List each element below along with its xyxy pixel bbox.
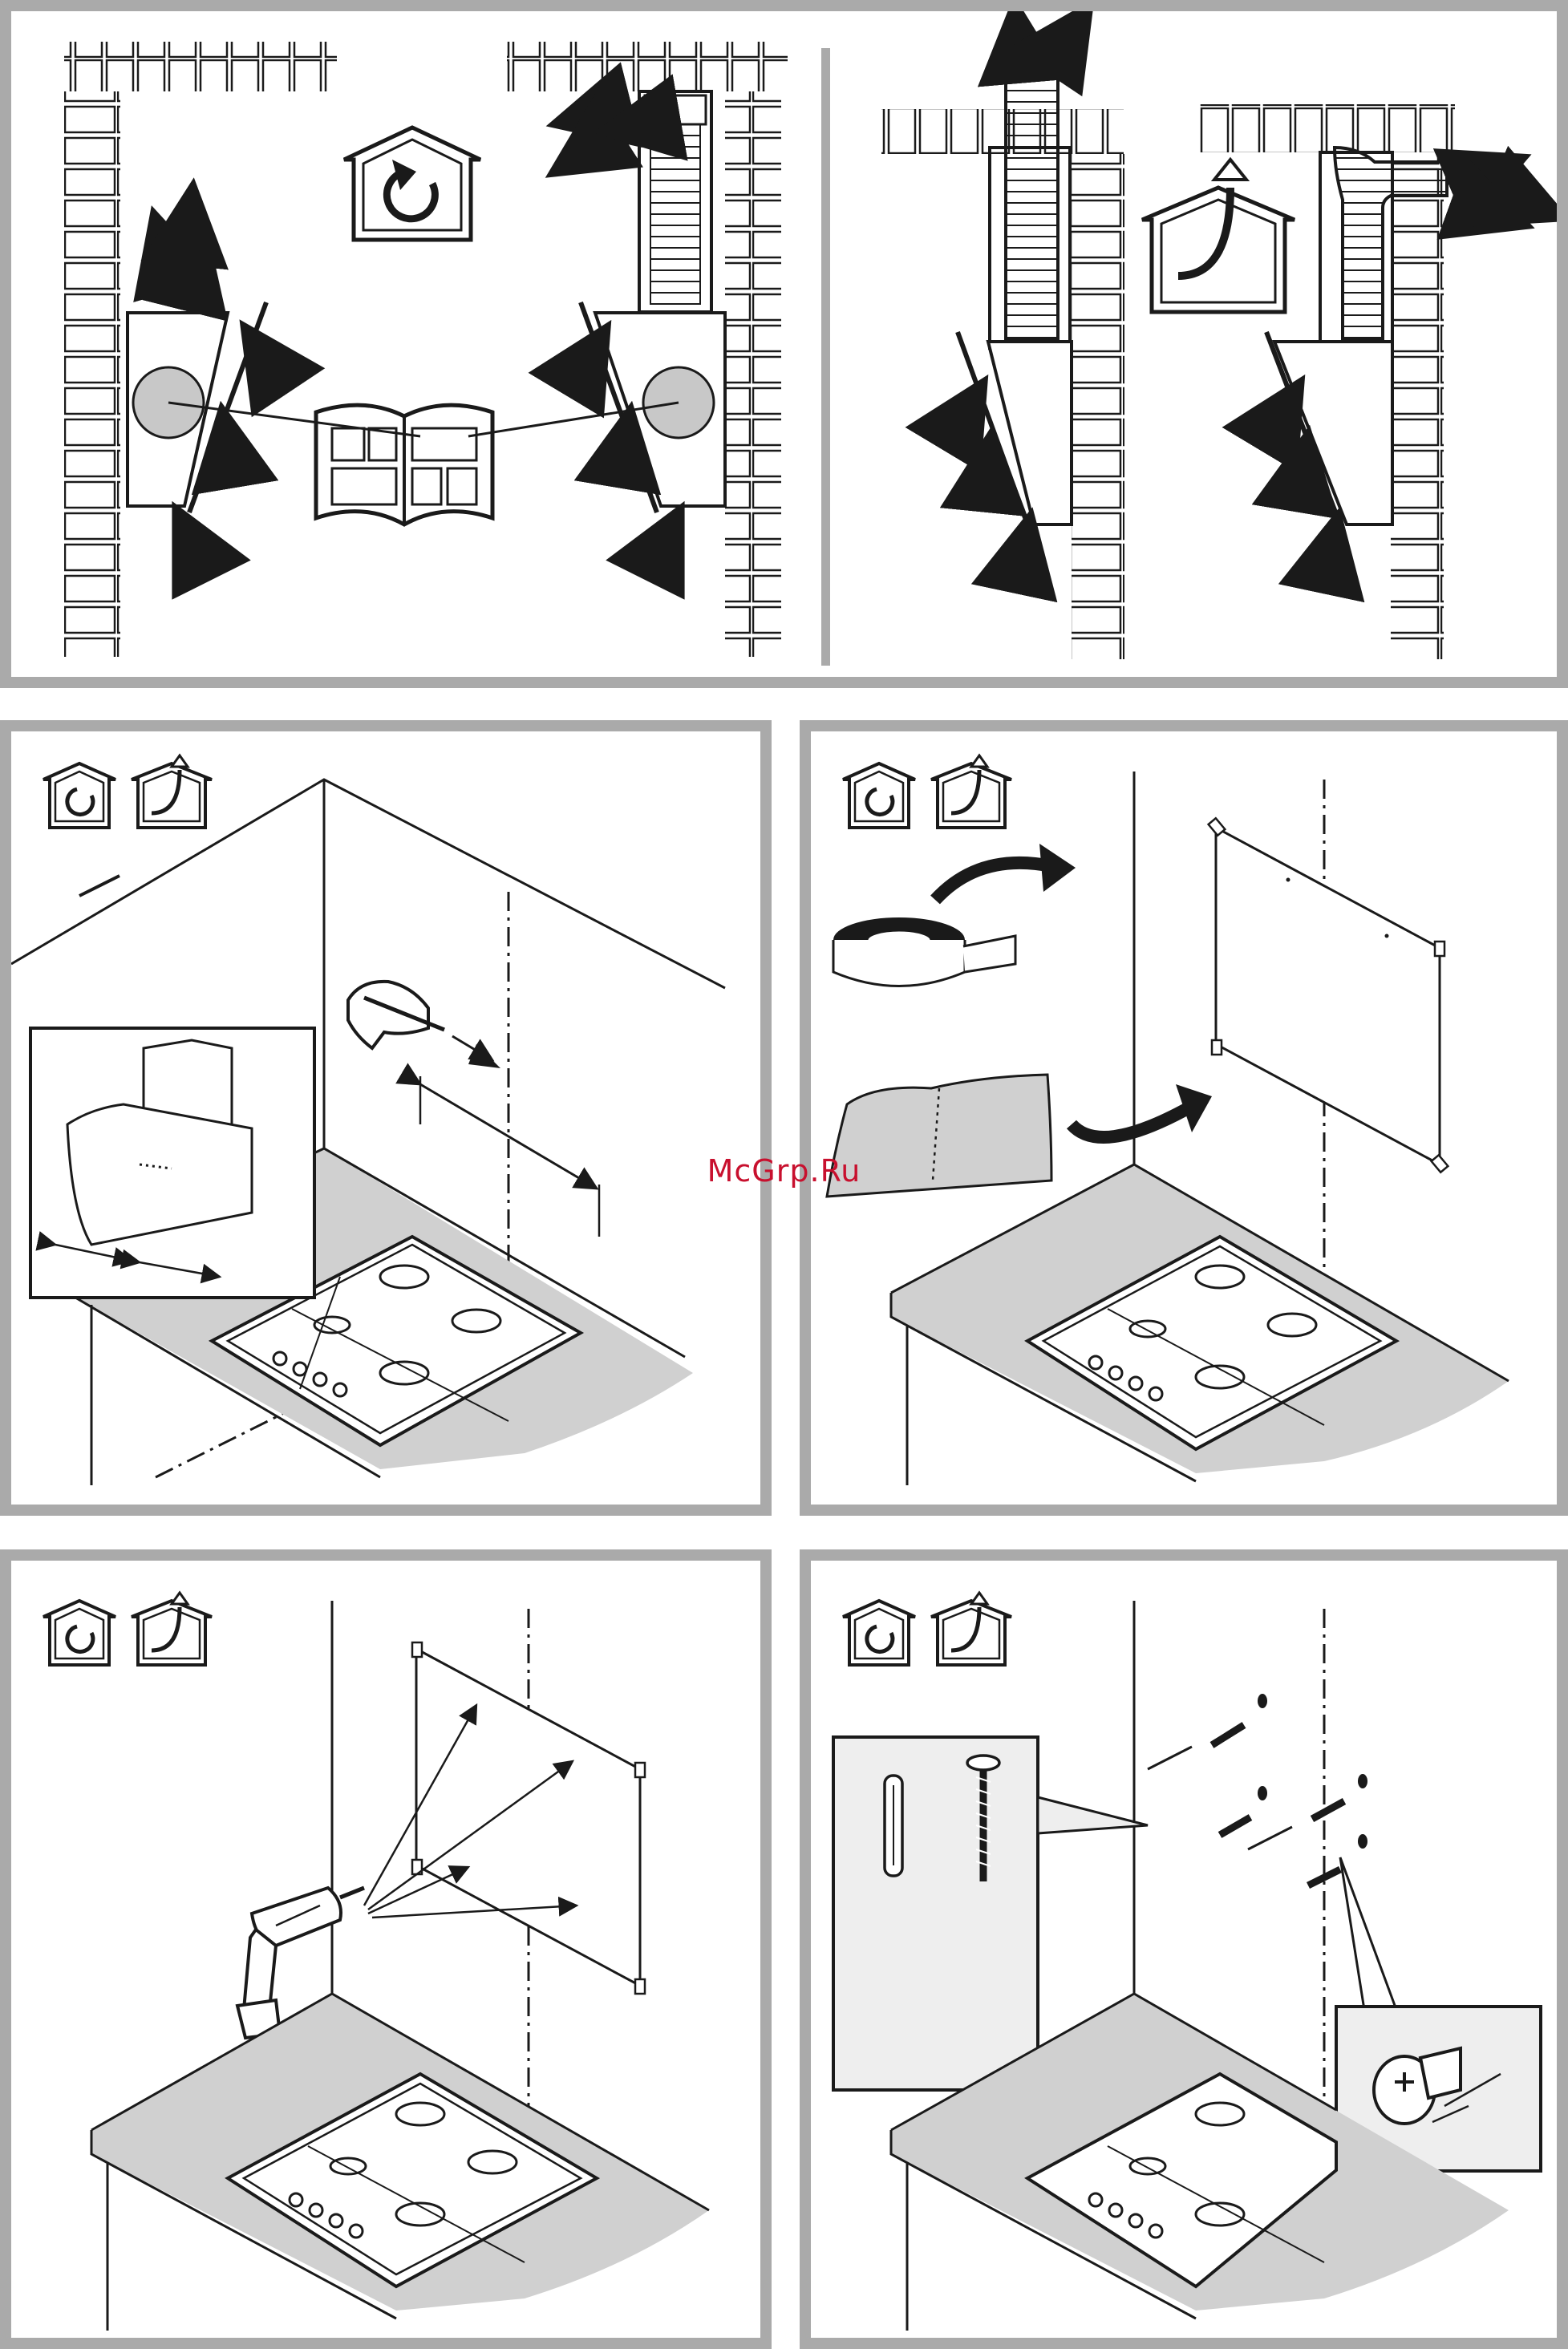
- wall-fixings: [1148, 1694, 1367, 1885]
- panel-divider: [821, 48, 830, 666]
- arrow-tape-to-wall: [935, 863, 1051, 900]
- hood-bolt-inset: [1336, 1857, 1541, 2171]
- house-recirculation-icon: [843, 763, 915, 828]
- ceiling-bricks-ext-right: [1198, 104, 1455, 152]
- wall-bricks-ext-left: [1072, 154, 1124, 659]
- paper-template-on-wall: [1209, 818, 1448, 1172]
- panel-step-drill: [0, 1549, 772, 2349]
- watermark-text: McGrp.Ru: [0, 1153, 1568, 1189]
- screw: [1148, 1747, 1192, 1769]
- house-extraction-icon: [132, 1593, 212, 1665]
- ventilation-modes-illustration: [11, 11, 1557, 677]
- wall-corner-top: [11, 780, 725, 988]
- house-extraction-icon: [931, 1593, 1011, 1665]
- extraction-hood-diagram: [881, 35, 1531, 659]
- fixings-illustration: [811, 1561, 1557, 2338]
- house-extraction-icon: [1142, 160, 1295, 312]
- extraction-duct-left: [1006, 75, 1058, 340]
- ceiling-bricks-left: [64, 42, 337, 91]
- arrow-template-to-wall: [1072, 1108, 1188, 1137]
- panel-ventilation-modes: [0, 0, 1568, 688]
- measure-mark-illustration: [11, 731, 760, 1505]
- manual-book-icon: [316, 405, 492, 524]
- panel-step-fixings: [800, 1549, 1568, 2349]
- ceiling-bricks-right: [507, 42, 788, 91]
- house-recirculation-icon: [43, 763, 115, 828]
- house-recirculation-icon: [843, 1601, 915, 1665]
- template-illustration: [811, 731, 1557, 1505]
- panel-step-template: [800, 720, 1568, 1516]
- chimney-filter: [650, 111, 700, 304]
- wall-bricks-right: [725, 91, 781, 657]
- drill-illustration: [11, 1561, 760, 2338]
- recirculation-hood-diagram: [64, 42, 788, 657]
- hood-ext-right: [1274, 342, 1392, 524]
- house-extraction-icon: [931, 755, 1011, 828]
- panel-step-measure-mark: [0, 720, 772, 1516]
- icon-dash: [79, 876, 120, 896]
- house-extraction-icon: [132, 755, 212, 828]
- hood-ext-left: [988, 342, 1072, 524]
- hood-right: [581, 91, 725, 512]
- house-recirculation-icon: [43, 1601, 115, 1665]
- wall-bricks-ext-right: [1391, 152, 1444, 659]
- wall-bricks-left: [64, 91, 120, 657]
- tape-roll-icon: [833, 917, 1015, 986]
- house-recirculation-icon: [344, 128, 480, 240]
- wall-plug-icon: [885, 1776, 902, 1876]
- pencil-hand-icon: [348, 982, 500, 1068]
- wall-plug: [1212, 1725, 1244, 1745]
